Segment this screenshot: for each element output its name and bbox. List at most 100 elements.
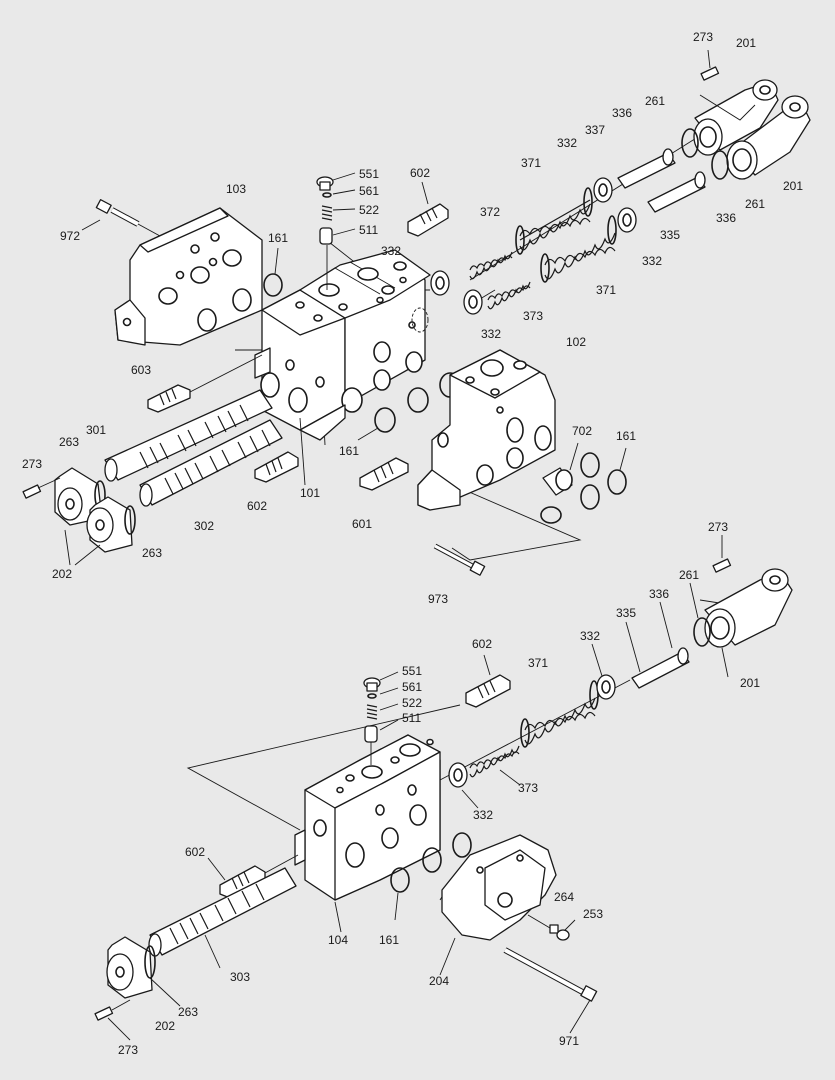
- part-371-spring-lower: [520, 680, 599, 748]
- label-161: 161: [339, 444, 359, 458]
- label-371: 371: [528, 656, 548, 670]
- label-101: 101: [300, 486, 320, 500]
- label-973: 973: [428, 592, 448, 606]
- part-labels: 273 201 261 336 337 332 371 602 551 561 …: [22, 30, 803, 1057]
- part-103-end-cover: [114, 207, 263, 346]
- part-332-seats-lower: [448, 674, 616, 788]
- part-335-stopper-upper: [647, 171, 706, 213]
- label-161: 161: [379, 933, 399, 947]
- part-337-stopper: [617, 148, 676, 189]
- label-561: 561: [402, 680, 422, 694]
- label-273: 273: [708, 520, 728, 534]
- label-204: 204: [429, 974, 449, 988]
- label-202: 202: [155, 1019, 175, 1033]
- part-702-plug: [542, 442, 579, 496]
- part-201-cover-lower: [704, 568, 793, 648]
- label-263: 263: [59, 435, 79, 449]
- o-ring-261-a: [681, 128, 699, 158]
- label-273: 273: [118, 1043, 138, 1057]
- label-104: 104: [328, 933, 348, 947]
- part-201-cover-a: [693, 79, 779, 156]
- part-302-spool: [139, 419, 283, 507]
- label-261: 261: [679, 568, 699, 582]
- label-551: 551: [402, 664, 422, 678]
- label-602: 602: [472, 637, 492, 651]
- part-273-bolt-left-upper: [22, 477, 61, 499]
- label-332: 332: [473, 808, 493, 822]
- hidden-seal: [411, 307, 429, 333]
- label-302: 302: [194, 519, 214, 533]
- label-263: 263: [142, 546, 162, 560]
- o-rings-104: [390, 832, 472, 921]
- part-973-bolt: [433, 543, 486, 576]
- o-rings-102: [540, 447, 627, 524]
- part-264-253-plug: [527, 914, 570, 941]
- label-103: 103: [226, 182, 246, 196]
- label-202: 202: [52, 567, 72, 581]
- part-972-bolt: [81, 199, 161, 237]
- part-373-spring-lower: [469, 745, 520, 778]
- label-261: 261: [645, 94, 665, 108]
- label-372: 372: [480, 205, 500, 219]
- label-332: 332: [381, 244, 401, 258]
- label-337: 337: [585, 123, 605, 137]
- label-253: 253: [583, 907, 603, 921]
- part-971-bolt: [503, 947, 598, 1002]
- leader-202-b: [74, 544, 101, 566]
- part-201-cover-b: [726, 95, 811, 180]
- part-273-bolt-upper: [699, 49, 756, 121]
- part-204-cover: [441, 834, 557, 941]
- label-332: 332: [642, 254, 662, 268]
- part-551-511-stack-upper: [316, 172, 356, 290]
- part-104-valve-block: [294, 734, 441, 901]
- label-335: 335: [616, 606, 636, 620]
- part-371-spring-b: [540, 215, 617, 283]
- label-511: 511: [402, 711, 421, 725]
- part-602-relief-lower: [465, 654, 511, 708]
- label-336: 336: [649, 587, 669, 601]
- part-102-section-block: [417, 349, 556, 511]
- label-602: 602: [185, 845, 205, 859]
- label-336: 336: [612, 106, 632, 120]
- part-602-relief-upper: [407, 181, 449, 237]
- label-371: 371: [521, 156, 541, 170]
- label-332: 332: [580, 629, 600, 643]
- label-261: 261: [745, 197, 765, 211]
- label-561: 561: [359, 184, 379, 198]
- o-rings-103: [197, 247, 283, 332]
- label-273: 273: [693, 30, 713, 44]
- part-601-relief: [359, 457, 409, 491]
- part-335-stopper-lower: [631, 647, 690, 689]
- label-102: 102: [566, 335, 586, 349]
- part-273-bolt-left-lower: [94, 999, 131, 1021]
- o-ring-261-c: [693, 617, 711, 647]
- part-373-spring-upper: [487, 281, 531, 310]
- part-303-spool: [148, 867, 297, 957]
- label-263: 263: [178, 1005, 198, 1019]
- part-202-cap-b: [86, 496, 136, 553]
- label-373: 373: [523, 309, 543, 323]
- label-603: 603: [131, 363, 151, 377]
- label-972: 972: [60, 229, 80, 243]
- label-273: 273: [22, 457, 42, 471]
- label-201: 201: [740, 676, 760, 690]
- part-332-seats-upper: [430, 177, 637, 315]
- label-971: 971: [559, 1034, 579, 1048]
- leader-202-a: [64, 529, 71, 566]
- label-601: 601: [352, 517, 372, 531]
- label-373: 373: [518, 781, 538, 795]
- label-511: 511: [359, 223, 378, 237]
- label-371: 371: [596, 283, 616, 297]
- part-602-relief-mid: [254, 451, 299, 483]
- label-161: 161: [616, 429, 636, 443]
- label-332: 332: [481, 327, 501, 341]
- label-264: 264: [554, 890, 574, 904]
- label-303: 303: [230, 970, 250, 984]
- label-332: 332: [557, 136, 577, 150]
- part-273-bolt-lower-right: [712, 558, 732, 573]
- part-301-spool: [104, 389, 273, 482]
- part-551-511-stack-lower: [363, 671, 399, 765]
- part-202-cap-lower: [106, 936, 156, 999]
